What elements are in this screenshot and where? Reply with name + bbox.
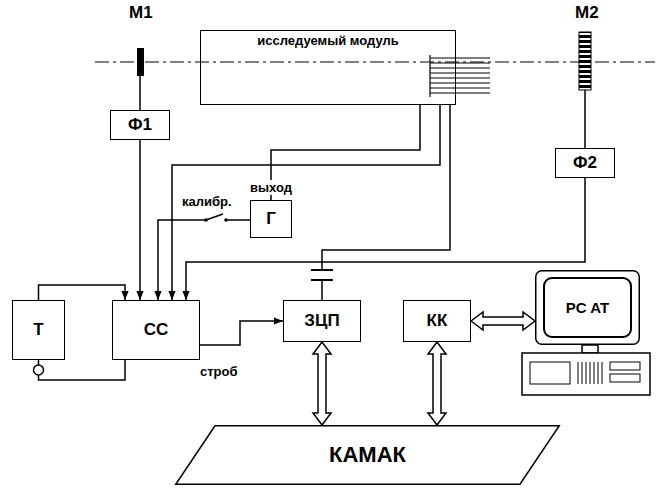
signal-name: выход (248, 180, 294, 195)
bus-outline (176, 426, 560, 485)
drive-bay (530, 362, 570, 384)
monitor-screen (544, 278, 631, 337)
node-label: ЗЦП (301, 311, 342, 331)
monitor-stand (582, 345, 598, 353)
bus-arrow (471, 312, 535, 330)
switch-symbol (206, 214, 223, 220)
signal-wire (172, 105, 440, 300)
fiber-line (430, 82, 490, 83)
leader-line (139, 76, 141, 110)
computer-case (522, 353, 650, 395)
leader-line (584, 90, 586, 148)
node-label: СС (141, 320, 172, 340)
node-label: PC AT (563, 299, 612, 316)
generator-box: Г (250, 200, 292, 238)
trigger-box: Т (12, 300, 65, 360)
fiber-line (430, 57, 490, 58)
signal-wire (139, 140, 141, 300)
signal-wire (172, 105, 440, 300)
fiber-line (430, 67, 490, 68)
optical-axis (95, 62, 655, 63)
signal-wire (186, 178, 585, 300)
signal-name: калибр. (180, 194, 234, 209)
signal-wire (39, 285, 126, 300)
bus-arrow (428, 342, 446, 425)
node-label: Т (30, 320, 46, 340)
crate-controller-box: КК (403, 300, 471, 342)
signal-wire (200, 321, 283, 345)
bus-arrow (313, 342, 331, 425)
vent-line (594, 362, 595, 384)
signal-wire (140, 140, 141, 300)
vent-line (578, 362, 579, 384)
mirror-m2 (579, 32, 591, 90)
fiber-line (430, 92, 490, 93)
vent-line (590, 362, 591, 384)
case-vents (578, 362, 602, 384)
drive-slot (610, 374, 640, 382)
signal-wire (322, 105, 450, 300)
signal-wire (39, 360, 126, 380)
drive-slot (610, 362, 640, 370)
node-label: Ф1 (125, 115, 155, 135)
signal-wire (200, 321, 283, 345)
vent-line (602, 362, 603, 384)
photodetector-box: Ф2 (555, 148, 615, 178)
node-label: исследуемый модуль (254, 33, 402, 48)
capacitor-symbol (311, 279, 333, 281)
module-box: исследуемый модуль (200, 30, 456, 105)
switch-contact (224, 218, 228, 222)
coincidence-box: СС (112, 300, 200, 360)
node-label: Ф2 (570, 153, 600, 173)
fiber-bundle (430, 55, 490, 97)
monitor-case (536, 271, 640, 345)
fiber-line (430, 72, 490, 73)
photodetector-box: Ф1 (110, 110, 170, 140)
node-label: КК (424, 311, 451, 331)
bus-arrow (313, 342, 331, 425)
fiber-line (430, 77, 490, 78)
fiber-line (429, 55, 430, 97)
part-name: М1 (129, 3, 153, 23)
capacitor-symbol (311, 269, 333, 271)
switch-contact (204, 218, 208, 222)
adc-box: ЗЦП (283, 300, 361, 342)
vent-line (598, 362, 599, 384)
signal-name: строб (198, 364, 240, 379)
computer-monitor: PC AT (535, 270, 640, 345)
capacitor-gap (310, 269, 334, 281)
fiber-line (430, 87, 490, 88)
node-label: Г (263, 209, 279, 229)
bus-arrow (428, 342, 446, 425)
signal-wire (39, 360, 126, 380)
fiber-line (430, 62, 490, 63)
node-label: КАМАК (326, 442, 409, 468)
bus-arrow (471, 312, 535, 330)
vent-line (582, 362, 583, 384)
mirror-m1 (137, 48, 144, 76)
part-name: М2 (575, 3, 599, 23)
vent-line (586, 362, 587, 384)
signal-wire (39, 285, 126, 300)
delay-symbol (34, 365, 44, 375)
camac-bus: КАМАК (175, 425, 560, 485)
signal-wire (322, 105, 450, 300)
signal-wire (186, 178, 585, 300)
